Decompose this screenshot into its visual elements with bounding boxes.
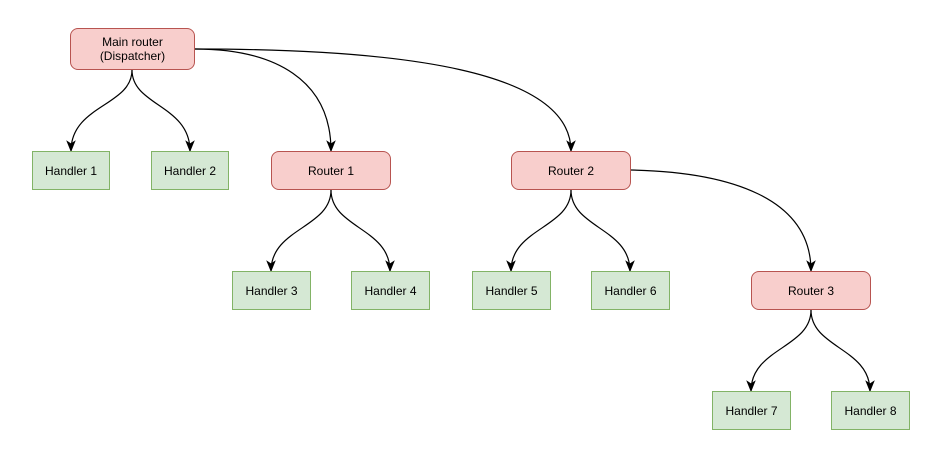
- node-router-3[interactable]: Router 3: [751, 271, 871, 310]
- node-label-handler-2: Handler 2: [163, 163, 217, 178]
- edge-main-to-router-1: [194, 48, 336, 153]
- node-handler-3[interactable]: Handler 3: [232, 271, 311, 310]
- edge-router-1-to-handler-4: [330, 189, 395, 273]
- edge-router-3-to-handler-7: [746, 309, 812, 393]
- node-main-router[interactable]: Main router (Dispatcher): [70, 28, 195, 70]
- node-label-router-1: Router 1: [307, 163, 355, 178]
- edges-group: [66, 48, 875, 393]
- node-label-handler-8: Handler 8: [844, 403, 897, 418]
- edge-main-to-router-2: [194, 48, 576, 153]
- node-label-router-3: Router 3: [787, 283, 835, 298]
- edge-router-2-to-handler-6: [570, 189, 635, 273]
- edge-router-2-to-router-3: [630, 169, 816, 273]
- node-label-router-2: Router 2: [547, 163, 595, 178]
- node-handler-6[interactable]: Handler 6: [591, 271, 670, 310]
- node-handler-1[interactable]: Handler 1: [32, 151, 110, 190]
- node-label-main-router: Main router (Dispatcher): [99, 35, 166, 63]
- node-label-handler-6: Handler 6: [604, 283, 657, 298]
- edge-main-to-handler-1: [66, 69, 133, 153]
- node-router-2[interactable]: Router 2: [511, 151, 631, 190]
- node-handler-4[interactable]: Handler 4: [351, 271, 430, 310]
- node-label-handler-7: Handler 7: [725, 403, 778, 418]
- edge-router-1-to-handler-3: [266, 189, 332, 273]
- edge-router-2-to-handler-5: [506, 189, 572, 273]
- node-label-handler-3: Handler 3: [245, 283, 298, 298]
- node-handler-5[interactable]: Handler 5: [472, 271, 551, 310]
- edge-main-to-handler-2: [131, 69, 195, 153]
- node-handler-8[interactable]: Handler 8: [831, 391, 910, 430]
- node-label-handler-5: Handler 5: [485, 283, 538, 298]
- node-router-1[interactable]: Router 1: [271, 151, 391, 190]
- node-handler-7[interactable]: Handler 7: [712, 391, 791, 430]
- node-handler-2[interactable]: Handler 2: [151, 151, 229, 190]
- node-label-handler-1: Handler 1: [44, 163, 98, 178]
- node-label-handler-4: Handler 4: [364, 283, 417, 298]
- edge-router-3-to-handler-8: [810, 309, 875, 393]
